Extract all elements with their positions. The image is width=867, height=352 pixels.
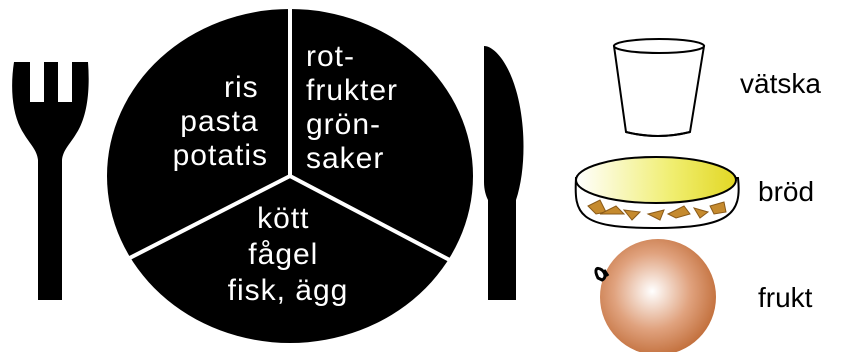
bread-icon xyxy=(576,157,739,228)
fruit-icon xyxy=(596,239,716,352)
plate-carbs-line-1: ris xyxy=(224,71,259,104)
plate-roots-line-4: saker xyxy=(306,142,384,175)
plate-protein-line-1: kött xyxy=(257,202,309,235)
plate-roots-line-3: grön- xyxy=(306,108,381,141)
glass-icon xyxy=(614,39,704,136)
drink-label: vätska xyxy=(740,68,821,99)
fork-icon xyxy=(12,62,89,300)
knife-icon xyxy=(484,46,524,300)
plate-protein-line-3: fisk, ägg xyxy=(228,274,349,307)
plate-carbs-line-3: potatis xyxy=(173,139,268,172)
plate-carbs-line-2: pasta xyxy=(180,105,258,138)
plate-protein-line-2: fågel xyxy=(248,238,318,271)
plate: ris pasta potatis rot- frukter grön- sak… xyxy=(107,9,473,343)
plate-roots-line-1: rot- xyxy=(306,40,355,73)
plate-roots-line-2: frukter xyxy=(306,74,398,107)
fruit-label: frukt xyxy=(758,282,813,313)
bread-label: bröd xyxy=(758,176,814,207)
